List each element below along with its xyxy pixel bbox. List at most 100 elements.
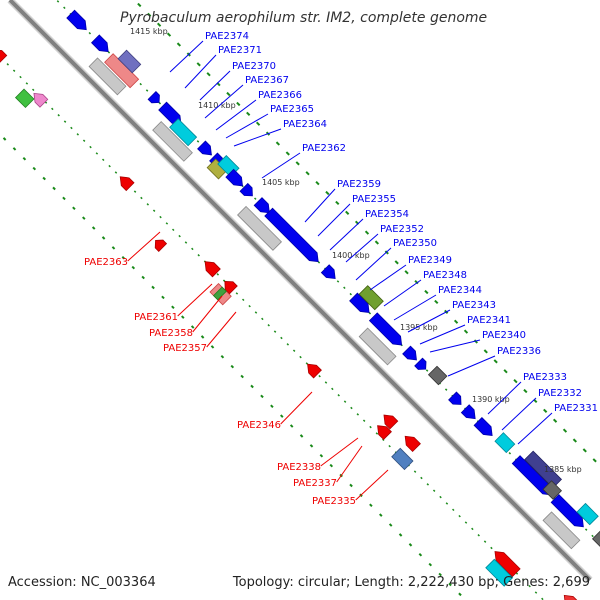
guide-dot-lower bbox=[299, 355, 302, 359]
tick-mark-outer bbox=[166, 32, 172, 37]
gene-arrow-forward bbox=[264, 207, 319, 263]
guide-dot-lower bbox=[420, 476, 423, 480]
gene-label-reverse: PAE2338 bbox=[277, 462, 321, 473]
guide-dot-lower bbox=[318, 374, 321, 378]
kbp-label: 1400 kbp bbox=[332, 251, 370, 260]
tick-mark-inner bbox=[131, 265, 136, 270]
gene-feature-box bbox=[358, 327, 397, 366]
guide-dot-upper bbox=[139, 82, 142, 86]
gene-arrow-forward bbox=[239, 182, 253, 197]
leader-line-forward bbox=[447, 355, 496, 377]
leader-line-forward bbox=[355, 247, 392, 281]
tick-mark-inner bbox=[398, 533, 403, 537]
guide-dot-lower bbox=[471, 527, 474, 531]
tick-mark-inner bbox=[121, 255, 126, 260]
tick-mark-outer bbox=[364, 230, 370, 235]
leader-line-forward bbox=[204, 84, 244, 119]
guide-dot-lower bbox=[483, 540, 487, 543]
guide-dot-lower bbox=[273, 330, 277, 333]
guide-dot-lower bbox=[6, 63, 10, 66]
gene-feature-box bbox=[427, 365, 448, 386]
gene-arrow-forward bbox=[473, 416, 493, 437]
gene-arrow-reverse bbox=[307, 363, 322, 379]
guide-dot-lower bbox=[25, 82, 29, 85]
guide-dot-upper bbox=[63, 6, 66, 10]
gene-arrow-forward bbox=[402, 345, 417, 361]
gene-feature-box bbox=[88, 57, 127, 96]
guide-dot-lower bbox=[191, 247, 194, 251]
guide-dot-lower bbox=[76, 133, 80, 136]
leader-line-forward bbox=[233, 128, 282, 147]
leader-line-forward bbox=[184, 54, 217, 89]
tick-mark-inner bbox=[32, 166, 37, 171]
tick-mark-outer bbox=[572, 438, 577, 443]
tick-mark-outer bbox=[404, 270, 409, 275]
leader-line-reverse bbox=[320, 437, 359, 467]
tick-mark-inner bbox=[12, 147, 17, 151]
guide-dot-lower bbox=[172, 228, 175, 232]
tick-mark-inner bbox=[2, 137, 7, 141]
gene-feature-box bbox=[494, 432, 516, 454]
gene-arrow-reverse bbox=[383, 414, 399, 430]
gene-arrow-forward bbox=[147, 91, 160, 104]
gene-arrow-reverse bbox=[377, 425, 392, 441]
topology-text: Topology: circular; Length: 2,222,430 bp… bbox=[232, 575, 590, 590]
tick-mark-inner bbox=[418, 552, 423, 557]
tick-mark-inner bbox=[369, 503, 373, 507]
tick-mark-outer bbox=[473, 339, 479, 344]
gene-arrow-forward bbox=[550, 494, 584, 528]
tick-mark-inner bbox=[309, 444, 314, 448]
guide-dot-lower bbox=[439, 495, 442, 499]
tick-mark-inner bbox=[388, 523, 393, 527]
gene-label-reverse: PAE2335 bbox=[312, 496, 356, 507]
tick-mark-inner bbox=[270, 404, 274, 409]
gene-label-forward: PAE2370 bbox=[232, 61, 276, 72]
gene-label-forward: PAE2348 bbox=[423, 270, 467, 281]
tick-mark-outer bbox=[226, 91, 231, 97]
leader-line-forward bbox=[199, 70, 231, 101]
tick-mark-inner bbox=[190, 325, 195, 329]
tick-mark-outer bbox=[543, 408, 548, 413]
leader-line-forward bbox=[225, 113, 269, 139]
leader-line-forward bbox=[501, 397, 537, 431]
tick-mark-outer bbox=[255, 121, 261, 126]
guide-dot-lower bbox=[95, 152, 99, 155]
tick-mark-outer bbox=[236, 101, 241, 107]
gene-label-forward: PAE2349 bbox=[408, 255, 452, 266]
tick-mark-outer bbox=[503, 369, 508, 374]
guide-dot-lower bbox=[413, 470, 417, 473]
tick-mark-inner bbox=[42, 176, 46, 181]
map-title: Pyrobaculum aerophilum str. IM2, complet… bbox=[120, 10, 488, 26]
guide-dot-lower bbox=[102, 158, 105, 162]
gene-label-forward: PAE2336 bbox=[497, 346, 541, 357]
leader-line-forward bbox=[317, 203, 351, 237]
guide-dot-lower bbox=[140, 196, 143, 200]
guide-dot-upper bbox=[425, 369, 429, 372]
tick-mark-outer bbox=[582, 448, 587, 453]
gene-arrow-forward bbox=[225, 168, 243, 187]
guide-dot-lower bbox=[51, 107, 54, 111]
gene-arrow-reverse bbox=[404, 435, 421, 453]
tick-mark-inner bbox=[230, 364, 235, 369]
tick-mark-inner bbox=[349, 483, 353, 488]
guide-dot-upper bbox=[145, 89, 149, 92]
guide-dot-lower bbox=[343, 400, 347, 403]
tick-mark-outer bbox=[345, 210, 350, 215]
leader-line-forward bbox=[407, 309, 451, 333]
guide-dot-upper bbox=[88, 31, 92, 35]
gene-label-forward: PAE2367 bbox=[245, 75, 289, 86]
guide-dot-upper bbox=[349, 292, 352, 296]
gene-feature-box bbox=[542, 511, 581, 550]
tick-mark-outer bbox=[156, 22, 162, 27]
gene-label-forward: PAE2344 bbox=[438, 285, 482, 296]
gene-label-forward: PAE2352 bbox=[380, 224, 424, 235]
guide-dot-lower bbox=[146, 203, 150, 206]
guide-dot-lower bbox=[235, 292, 239, 295]
guide-dot-upper bbox=[591, 534, 594, 538]
tick-mark-inner bbox=[62, 196, 66, 201]
guide-dot-lower bbox=[63, 120, 67, 123]
gene-arrow-forward bbox=[414, 357, 427, 370]
tick-mark-inner bbox=[299, 434, 304, 438]
